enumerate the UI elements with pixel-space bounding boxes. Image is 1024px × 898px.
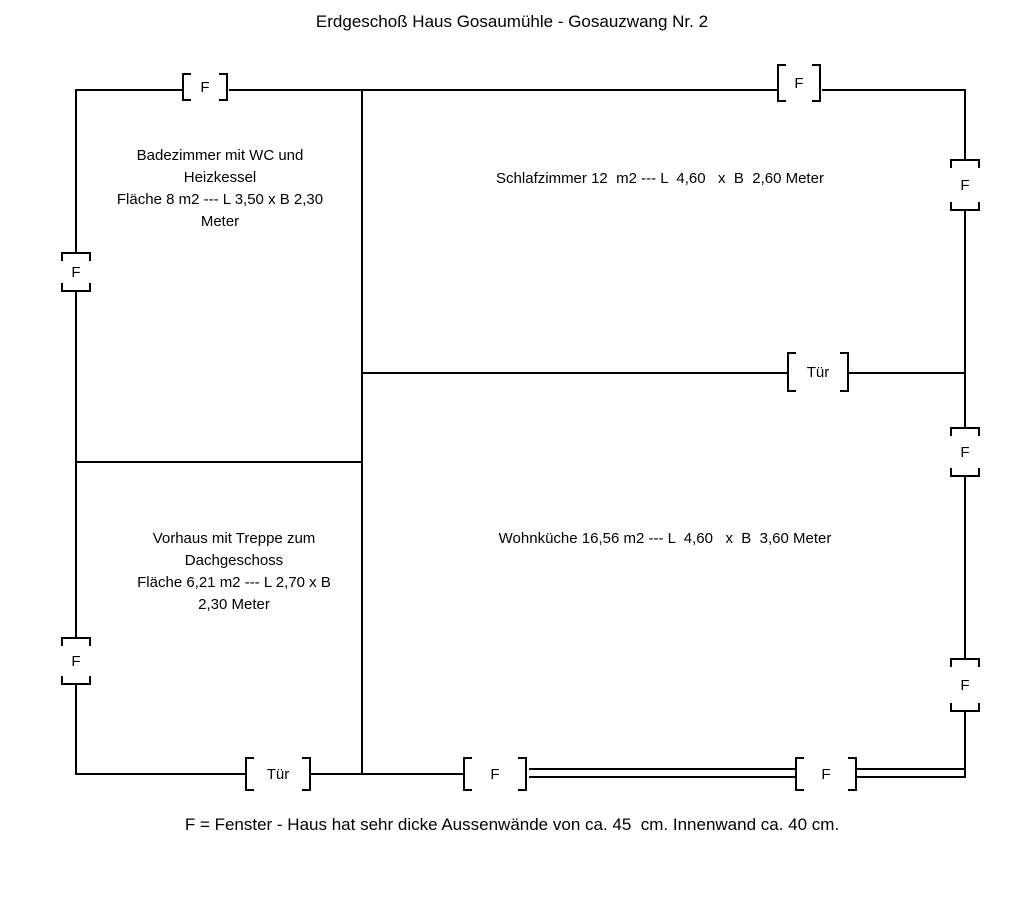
window-right-schlafzimmer: F — [950, 159, 980, 211]
door-bottom-vorhaus: Tür — [245, 757, 311, 791]
window-bracket-icon — [950, 658, 980, 667]
wall-bottom-double-segment-1 — [529, 768, 795, 778]
door-interior-schlafzimmer: Tür — [787, 352, 849, 392]
wall-interior-horizontal-left — [75, 461, 363, 463]
window-bracket-icon — [950, 468, 980, 477]
wall-top-segment-1 — [75, 89, 182, 91]
window-bottom-wohnkueche-1: F — [463, 757, 527, 791]
wall-top-segment-3 — [822, 89, 966, 91]
window-bracket-icon — [847, 757, 857, 791]
window-bracket-icon — [61, 252, 91, 261]
wall-bottom-segment-1 — [75, 773, 245, 775]
wall-interior-horizontal-right-1 — [361, 372, 789, 374]
wall-bottom-double-segment-2 — [857, 768, 966, 778]
window-right-middle: F — [950, 427, 980, 477]
window-right-wohnkueche: F — [950, 658, 980, 712]
window-bottom-wohnkueche-2: F — [795, 757, 857, 791]
door-label: Tür — [266, 765, 290, 783]
window-bracket-icon — [463, 757, 472, 791]
window-label: F — [794, 74, 804, 92]
door-label: Tür — [806, 363, 830, 381]
window-bracket-icon — [795, 757, 804, 791]
window-label: F — [71, 652, 81, 670]
window-label: F — [960, 676, 970, 694]
wall-left-segment-1 — [75, 89, 77, 252]
room-label-line: 2,30 Meter — [198, 596, 270, 613]
window-label: F — [200, 78, 210, 96]
window-label: F — [960, 176, 970, 194]
window-bracket-icon — [950, 202, 980, 211]
window-bracket-icon — [950, 703, 980, 712]
wall-right-segment-3 — [964, 476, 966, 658]
wall-left-segment-2 — [75, 291, 77, 637]
room-label-line: Meter — [200, 213, 240, 230]
wall-interior-vertical — [361, 89, 363, 775]
window-bracket-icon — [811, 64, 821, 102]
window-bracket-icon — [950, 427, 980, 436]
room-label-line: Fläche 8 m2 --- L 3,50 x B 2,30 — [116, 191, 324, 208]
window-bracket-icon — [517, 757, 527, 791]
page-title: Erdgeschoß Haus Gosaumühle - Gosauzwang … — [315, 12, 709, 31]
window-top-schlafzimmer: F — [777, 64, 821, 102]
window-label: F — [490, 765, 500, 783]
window-label: F — [960, 443, 970, 461]
wall-interior-horizontal-right-2 — [847, 372, 966, 374]
wall-bottom-segment-2 — [311, 773, 463, 775]
window-left-vorhaus: F — [61, 637, 91, 685]
room-label-line: Badezimmer mit WC und — [136, 147, 304, 164]
door-bracket-icon — [302, 757, 311, 791]
wall-top-segment-2 — [229, 89, 777, 91]
room-label-badezimmer: Badezimmer mit WC und Heizkessel Fläche … — [85, 145, 355, 233]
window-label: F — [821, 765, 831, 783]
legend-note: F = Fenster - Haus hat sehr dicke Aussen… — [184, 815, 840, 834]
window-bracket-icon — [777, 64, 786, 102]
room-label-line: Fläche 6,21 m2 --- L 2,70 x B — [137, 574, 331, 591]
window-bracket-icon — [61, 283, 91, 292]
door-bracket-icon — [787, 352, 796, 392]
wall-left-segment-3 — [75, 684, 77, 775]
window-bracket-icon — [182, 73, 191, 101]
room-label-schlafzimmer: Schlafzimmer 12 m2 --- L 4,60 x B 2,60 M… — [496, 170, 824, 187]
room-label-line: Vorhaus mit Treppe zum — [152, 530, 316, 547]
room-label-line: Heizkessel — [183, 169, 257, 186]
wall-right-segment-1 — [964, 89, 966, 159]
window-label: F — [71, 263, 81, 281]
window-bracket-icon — [61, 676, 91, 685]
door-bracket-icon — [245, 757, 254, 791]
window-bracket-icon — [61, 637, 91, 646]
room-label-vorhaus: Vorhaus mit Treppe zum Dachgeschoss Fläc… — [100, 528, 368, 616]
window-top-badezimmer: F — [182, 73, 228, 101]
room-label-wohnkueche: Wohnküche 16,56 m2 --- L 4,60 x B 3,60 M… — [498, 530, 832, 547]
window-bracket-icon — [218, 73, 228, 101]
room-label-line: Dachgeschoss — [184, 552, 284, 569]
window-left-badezimmer: F — [61, 252, 91, 292]
wall-right-segment-4 — [964, 711, 966, 778]
window-bracket-icon — [950, 159, 980, 168]
door-bracket-icon — [840, 352, 849, 392]
wall-right-segment-2 — [964, 210, 966, 427]
